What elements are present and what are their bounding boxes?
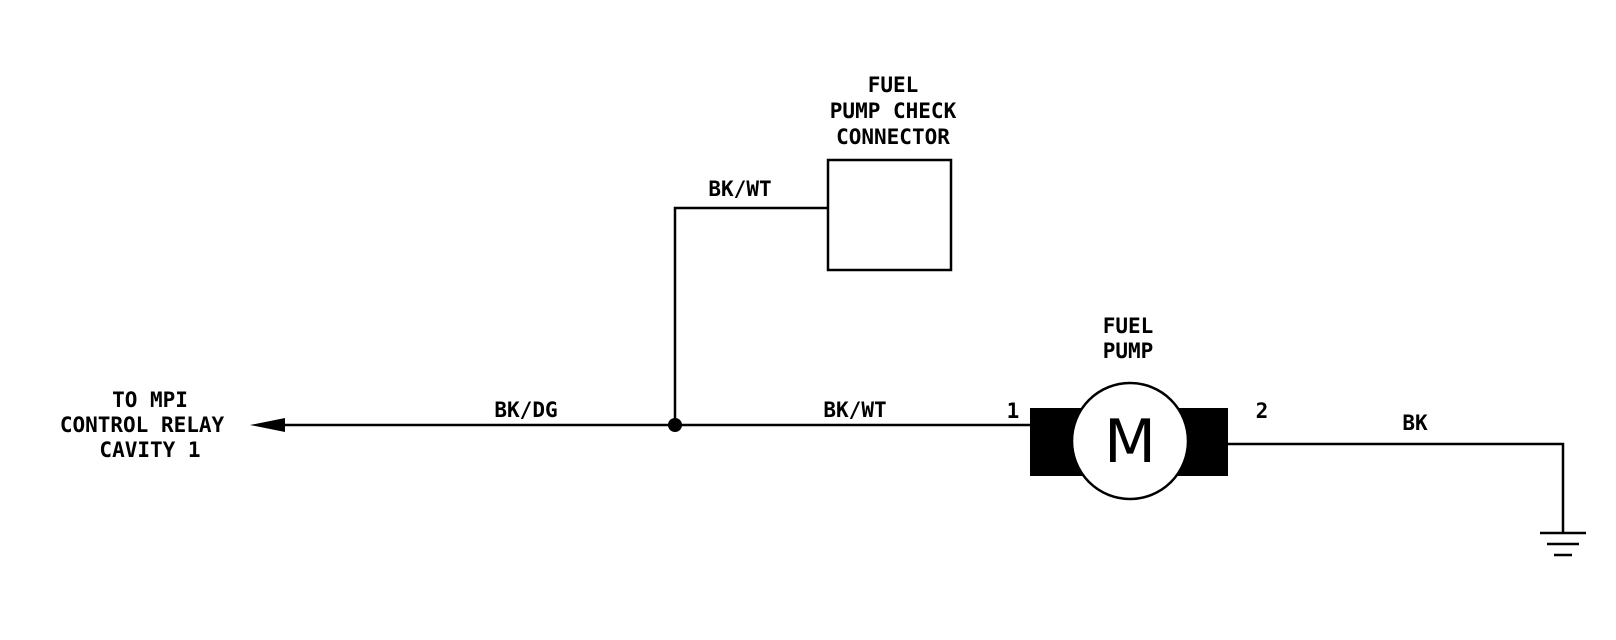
check-connector-label-line3: CONNECTOR [836, 125, 950, 149]
relay-label-line3: CAVITY 1 [99, 438, 200, 462]
check-connector-wire-label: BK/WT [708, 177, 771, 201]
pump-pin1-label: 1 [1007, 399, 1020, 423]
relay-label-line2: CONTROL RELAY [60, 413, 225, 437]
arrow-left-icon [250, 418, 285, 432]
ground-wire [1228, 442, 1565, 533]
pump-feed-wire-label: BK/WT [823, 398, 886, 422]
ground-symbol-icon [1540, 531, 1586, 557]
check-connector-box [826, 158, 953, 272]
relay-wire-label: BK/DG [494, 398, 557, 422]
fuel-pump-label-line2: PUMP [1103, 339, 1154, 363]
check-connector-wire [673, 206, 828, 425]
check-connector-label-line1: FUEL [868, 73, 919, 97]
ground-wire-label: BK [1402, 411, 1428, 435]
pump-pin2-label: 2 [1256, 399, 1269, 423]
check-connector-label-line2: PUMP CHECK [830, 99, 957, 123]
fuel-pump-motor [1070, 381, 1190, 501]
relay-label-line1: TO MPI [112, 388, 188, 412]
fuel-pump-label-line1: FUEL [1103, 314, 1154, 338]
motor-symbol-letter: M [1104, 407, 1156, 477]
